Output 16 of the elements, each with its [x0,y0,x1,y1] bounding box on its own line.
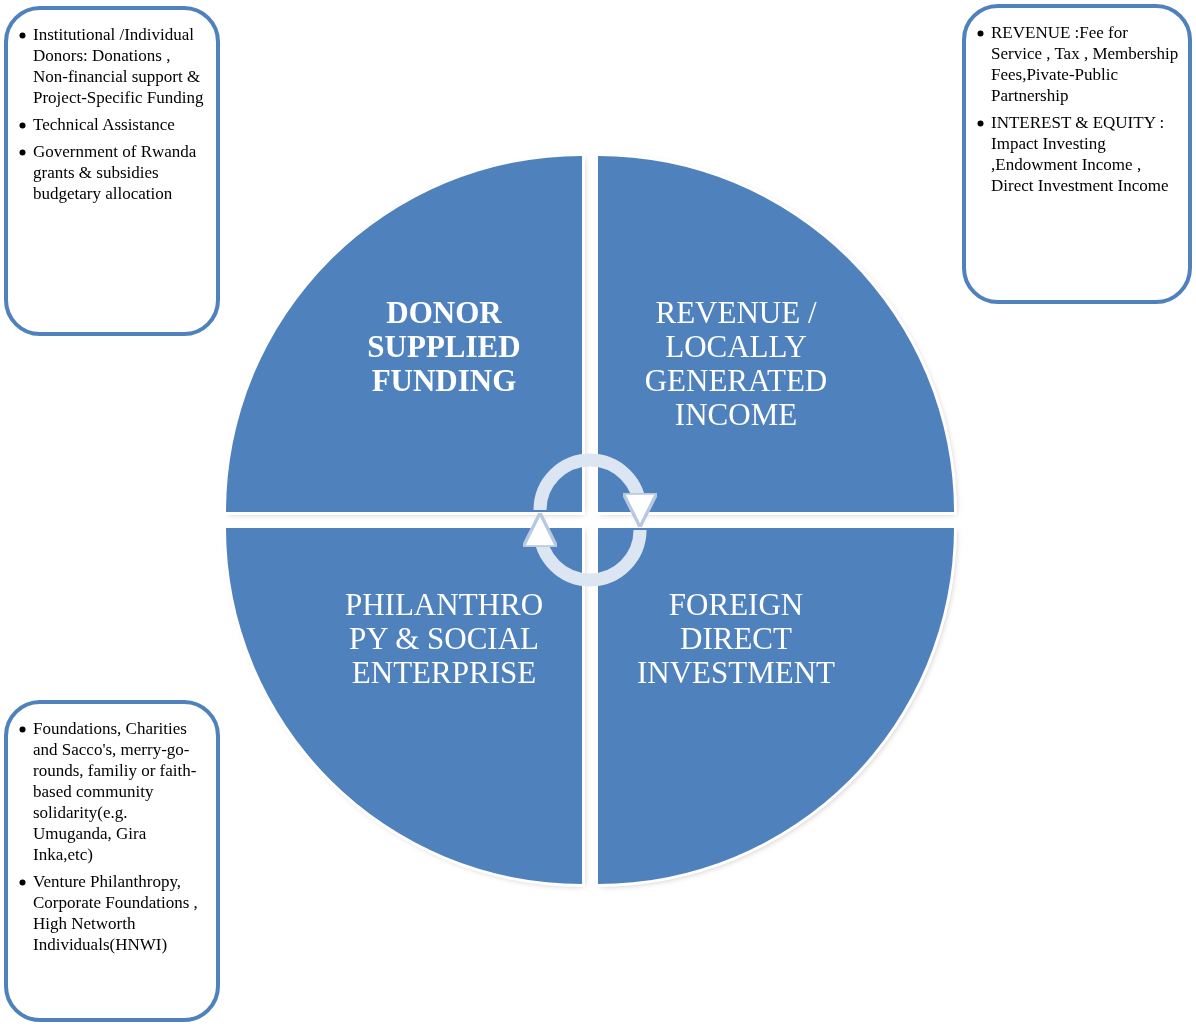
bullet-text: INTEREST & EQUITY : Impact Investing ,Endowment Income , Direct Investment Income [991,113,1169,195]
bullet-text: Technical Assistance [33,115,175,134]
info-box [4,700,220,1022]
bullet-text: Venture Philanthropy, Corporate Foundations , High Networth Individuals(HNWI) [33,872,198,954]
quadrant-label: DONOR SUPPLIED FUNDING [366,296,522,398]
cycle-arrow [522,511,647,587]
quadrant-label: PHILANTHRO PY & SOCIAL ENTERPRISE [343,588,545,690]
info-box [4,6,220,336]
cycle-arrow [533,453,658,529]
bullet-text: Government of Rwanda grants & subsidies budgetary allocation [33,142,197,203]
bullet-text: REVENUE :Fee for Service , Tax , Membership Fees,Pivate-Public Partnership [991,23,1179,105]
bullet-text: Foundations, Charities and Sacco's, merry-go-rounds, familiy or faith-based community solidarity(e.g. Umuganda, Gira Inka,etc) [33,719,197,864]
bullet-text: Institutional /Individual Donors: Donations , Non-financial support & Project-Specific Funding [33,25,204,107]
quadrant-label: REVENUE / LOCALLY GENERATED INCOME [643,296,829,432]
quadrant-label: FOREIGN DIRECT INVESTMENT [635,588,836,690]
info-box [962,4,1192,304]
